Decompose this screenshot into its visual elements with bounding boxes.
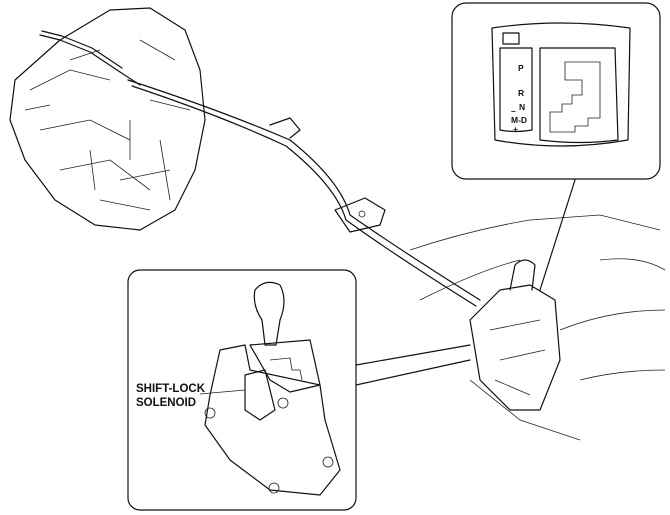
gate-p: P	[518, 63, 524, 73]
transaxle-drawing	[9, 7, 206, 231]
shift-lock-solenoid-label: SHIFT-LOCK SOLENOID	[136, 382, 205, 410]
shift-lock-label-line1: SHIFT-LOCK	[136, 383, 205, 395]
gate-n: N	[519, 102, 526, 112]
gate-minus: –	[511, 106, 516, 116]
console-shifter-drawing	[409, 214, 666, 441]
gate-plus: +	[513, 124, 518, 134]
gate-m-d: M-D	[511, 115, 528, 125]
shift-cable	[39, 30, 481, 307]
shifter-detail-inset	[127, 269, 471, 511]
gate-inset	[451, 2, 661, 291]
gate-r: R	[518, 88, 525, 98]
shift-lock-label-line2: SOLENOID	[136, 397, 197, 409]
